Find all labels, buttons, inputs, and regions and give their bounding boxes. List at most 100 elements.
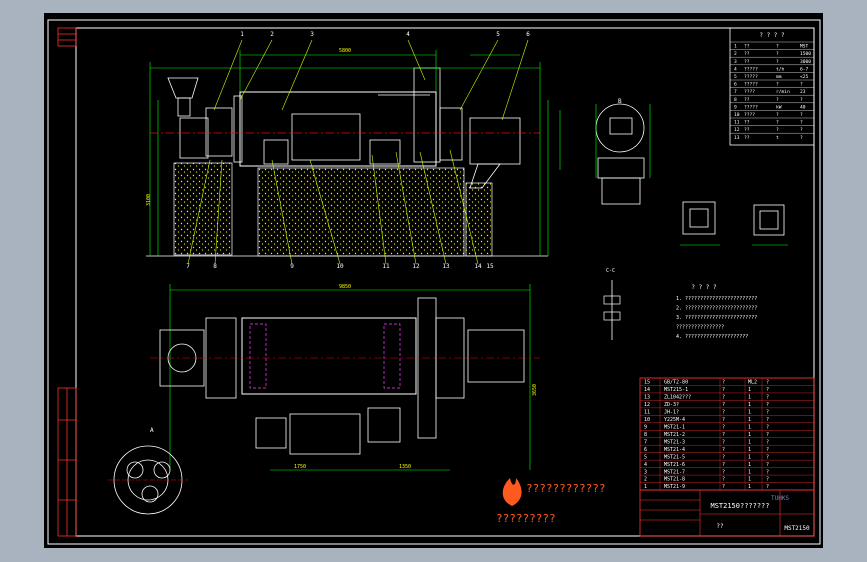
spec-table-cell: 7 — [734, 89, 737, 95]
spec-table-cell: kW — [776, 104, 782, 110]
parts-list-cell: 1 — [644, 484, 647, 490]
part-label: 3 — [310, 31, 314, 38]
spec-table-cell: ?? — [744, 127, 750, 133]
spec-table-cell: 12 — [734, 127, 740, 133]
spec-table-cell: ?? — [744, 97, 750, 103]
parts-list-cell: 1 — [748, 424, 751, 430]
motor-body — [291, 113, 361, 161]
view-b-label: B — [618, 98, 622, 105]
parts-list-cell: ? — [722, 477, 725, 483]
part-label: 7 — [186, 263, 190, 270]
parts-list-cell: 4 — [644, 462, 647, 468]
spec-table-cell: 9 — [734, 104, 737, 110]
foundation-block — [257, 167, 465, 257]
spec-table-cell: 3 — [734, 59, 737, 65]
spec-table-cell: ? — [800, 127, 803, 133]
parts-list-cell: MST21-7 — [664, 469, 685, 475]
dim-height: 3100 — [146, 194, 152, 206]
plan-reducer — [255, 417, 287, 449]
spec-table-cell: 10 — [734, 112, 740, 118]
part-label: 10 — [336, 263, 344, 270]
foundation-block — [465, 182, 493, 257]
plan-bearing-right — [435, 317, 465, 399]
section-cc: C-C — [603, 268, 621, 340]
parts-list-cell: MST21-4 — [664, 447, 685, 453]
view-cc-label: C-C — [606, 268, 615, 274]
tech-req-line: 3. ???????????????????????? — [676, 315, 757, 321]
spec-table-cell: 2 — [734, 51, 737, 57]
parts-list-cell: MST21-3 — [664, 439, 685, 445]
parts-list-cell: MST21-6 — [664, 462, 685, 468]
spec-table-cell: ?? — [744, 44, 750, 50]
spec-table-cell: 4 — [734, 66, 737, 72]
drawing-scale: ?? — [716, 523, 724, 530]
part-label: 12 — [412, 263, 420, 270]
coupling — [369, 139, 401, 165]
bearing-right — [439, 107, 463, 161]
parts-list-cell: ? — [722, 417, 725, 423]
leader-lines — [187, 39, 529, 265]
parts-list-cell: ? — [766, 387, 769, 393]
dimension-lines — [149, 50, 561, 256]
inner-border — [75, 27, 815, 537]
feeder-body — [179, 117, 209, 159]
spec-table-cell: ?? — [744, 59, 750, 65]
spec-table-cell: MST — [800, 44, 809, 50]
part-label: 14 — [474, 263, 482, 270]
part-label: 5 — [496, 31, 500, 38]
spec-table-cell: ?? — [744, 51, 750, 57]
parts-list-cell: JH-1? — [664, 410, 679, 416]
tech-req-line: ???????????????? — [676, 325, 724, 331]
tech-req-line: 4. ????????????????????? — [676, 334, 748, 340]
title-block: MST2150??????? ?? MST2150 TUHKS — [639, 489, 815, 537]
tech-req-title: ? ? ? ? — [691, 284, 717, 291]
spec-table-cell: ? — [800, 112, 803, 118]
parts-list-cell: 1 — [748, 439, 751, 445]
spec-table-cell: 23 — [800, 89, 806, 95]
plan-motor — [289, 413, 361, 455]
parts-list-cell: 8 — [644, 432, 647, 438]
parts-list-cell: 7 — [644, 439, 647, 445]
parts-list-cell: ZL1042??? — [664, 395, 691, 401]
spec-table-cell: ????? — [744, 74, 758, 80]
dim-motor-gap: 1350 — [399, 464, 411, 470]
spec-table-cell: ????? — [744, 104, 758, 110]
spec-table-cell: ? — [776, 59, 779, 65]
parts-list-cell: ? — [766, 447, 769, 453]
spec-table-cell: ????? — [744, 82, 758, 88]
spec-table-cell: ? — [776, 82, 779, 88]
parts-list-cell: ? — [722, 439, 725, 445]
dim-plan-length: 9850 — [339, 284, 351, 290]
drawing-title: MST2150??????? — [710, 502, 769, 510]
parts-list-cell: 1 — [748, 417, 751, 423]
parts-list-cell: 1 — [748, 387, 751, 393]
parts-list-cell: ? — [766, 424, 769, 430]
spec-table-cell: <25 — [800, 74, 809, 80]
plan-liner — [383, 323, 401, 389]
parts-list-cell: ? — [766, 410, 769, 416]
reducer-body — [263, 139, 289, 165]
spec-table-cell: ? — [776, 127, 779, 133]
drawing-number: MST2150 — [784, 525, 810, 532]
plan-mill-shell — [241, 317, 417, 395]
parts-list-cell: 11 — [644, 410, 650, 416]
foundation-block — [173, 162, 233, 256]
mill-head-left — [233, 95, 243, 163]
parts-list-cell: ? — [766, 439, 769, 445]
part-label: 11 — [382, 263, 390, 270]
dim-motor-length: 1750 — [294, 464, 306, 470]
parts-list-cell: 5 — [644, 454, 647, 460]
parts-list-cell: ? — [722, 387, 725, 393]
parts-list-cell: MST215-1 — [664, 387, 688, 393]
discharge-chute — [469, 163, 501, 189]
part-label: 8 — [213, 263, 217, 270]
spec-table-cell: ???? — [744, 112, 755, 118]
parts-list-cell: ? — [766, 402, 769, 408]
parts-list-cell: ? — [722, 395, 725, 401]
parts-list-cell: MST21-9 — [664, 484, 685, 490]
parts-list-cell: Y225M-4 — [664, 417, 685, 423]
spec-table-cell: ?? — [744, 120, 750, 126]
spec-table-cell: ? — [800, 135, 803, 141]
